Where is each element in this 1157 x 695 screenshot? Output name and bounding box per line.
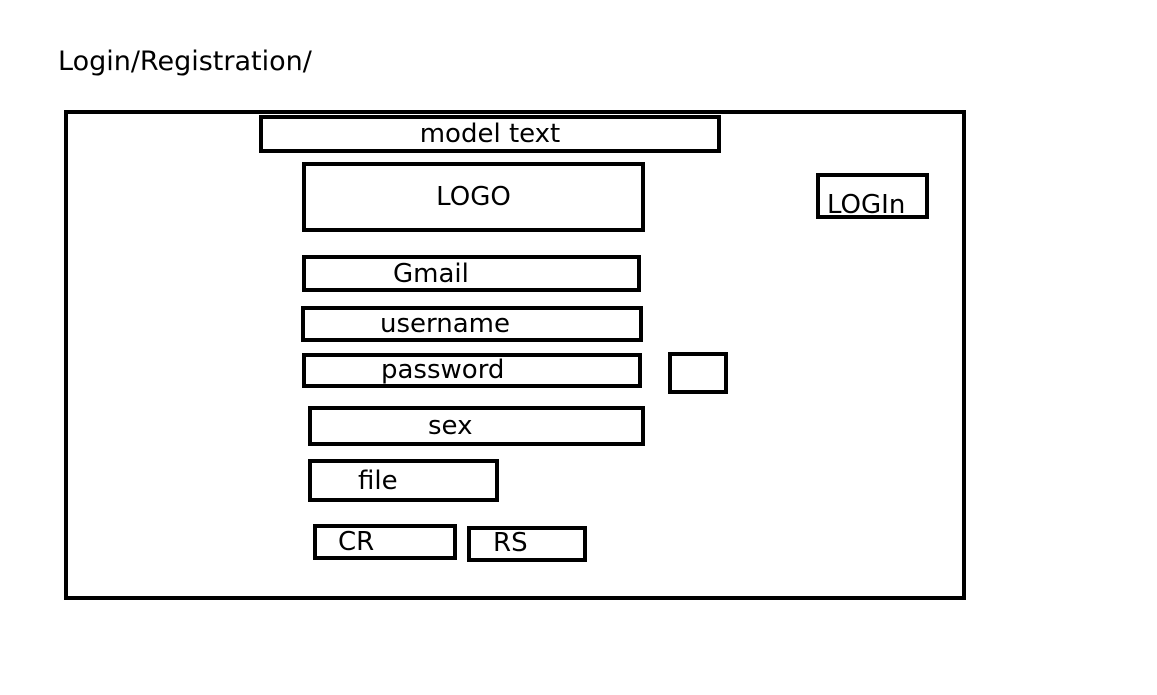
rs-button[interactable]: RS — [467, 526, 587, 562]
file-field[interactable]: file — [308, 459, 499, 502]
password-field[interactable]: password — [302, 353, 642, 388]
modal-header-label: model text — [419, 119, 561, 149]
logo-label: LOGO — [436, 182, 511, 212]
file-field-label: file — [358, 465, 398, 496]
show-password-toggle[interactable] — [668, 352, 728, 394]
cr-button[interactable]: CR — [313, 524, 457, 560]
login-button[interactable]: LOGIn — [816, 173, 929, 219]
cr-button-label: CR — [338, 527, 375, 557]
page-title: Login/Registration/ — [58, 46, 312, 77]
username-field[interactable]: username — [301, 306, 643, 342]
login-button-label: LOGIn — [827, 190, 906, 220]
username-field-label: username — [380, 309, 510, 339]
password-field-label: password — [381, 355, 505, 385]
modal-header-text: model text — [259, 115, 721, 153]
gmail-field[interactable]: Gmail — [302, 255, 641, 292]
sex-field-label: sex — [428, 411, 473, 441]
sex-field[interactable]: sex — [308, 406, 645, 446]
logo: LOGO — [302, 162, 645, 232]
registration-modal — [64, 110, 966, 600]
gmail-field-label: Gmail — [393, 259, 469, 289]
rs-button-label: RS — [493, 528, 528, 558]
